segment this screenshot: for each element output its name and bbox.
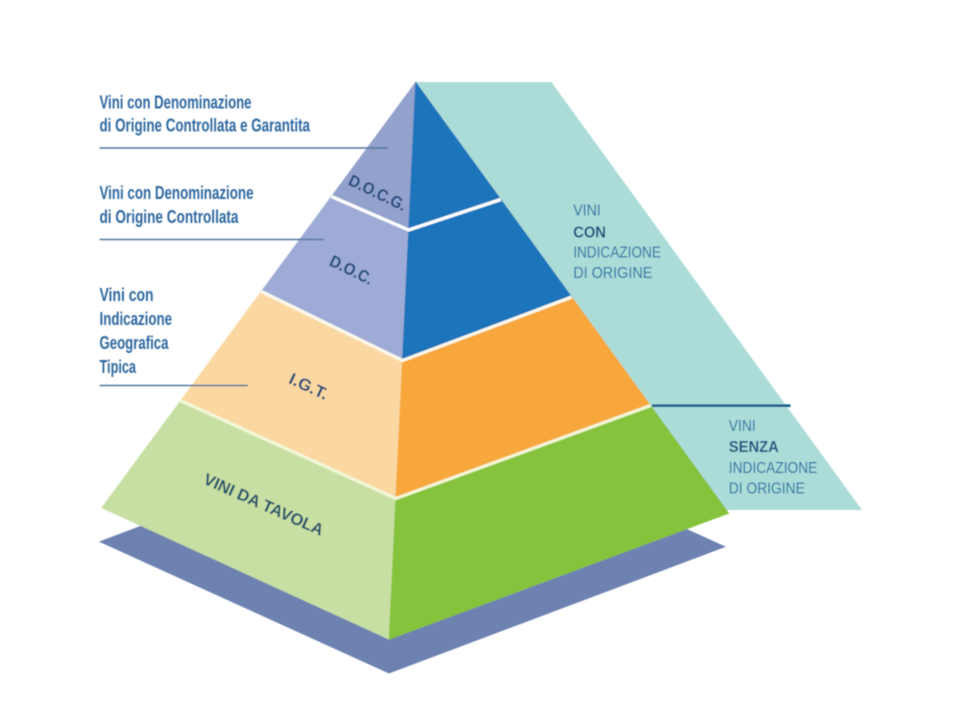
svg-text:Vini con Denominazione: Vini con Denominazione [100, 183, 254, 203]
svg-text:Vini con Denominazione: Vini con Denominazione [100, 93, 252, 113]
svg-text:CON: CON [573, 224, 606, 241]
svg-text:Geografica: Geografica [100, 333, 170, 353]
svg-text:DI ORIGINE: DI ORIGINE [573, 265, 652, 282]
svg-text:Vini con: Vini con [100, 285, 154, 305]
svg-text:di Origine Controllata e Garan: di Origine Controllata e Garantita [100, 116, 311, 136]
svg-text:Tipica: Tipica [100, 357, 137, 377]
svg-text:VINI: VINI [729, 418, 756, 435]
svg-text:INDICAZIONE: INDICAZIONE [573, 244, 661, 261]
svg-text:SENZA: SENZA [729, 439, 779, 456]
svg-text:Indicazione: Indicazione [100, 309, 173, 329]
svg-text:VINI: VINI [573, 203, 601, 220]
svg-text:DI ORIGINE: DI ORIGINE [729, 481, 805, 498]
svg-text:INDICAZIONE: INDICAZIONE [729, 460, 818, 477]
svg-text:di Origine Controllata: di Origine Controllata [100, 207, 240, 227]
